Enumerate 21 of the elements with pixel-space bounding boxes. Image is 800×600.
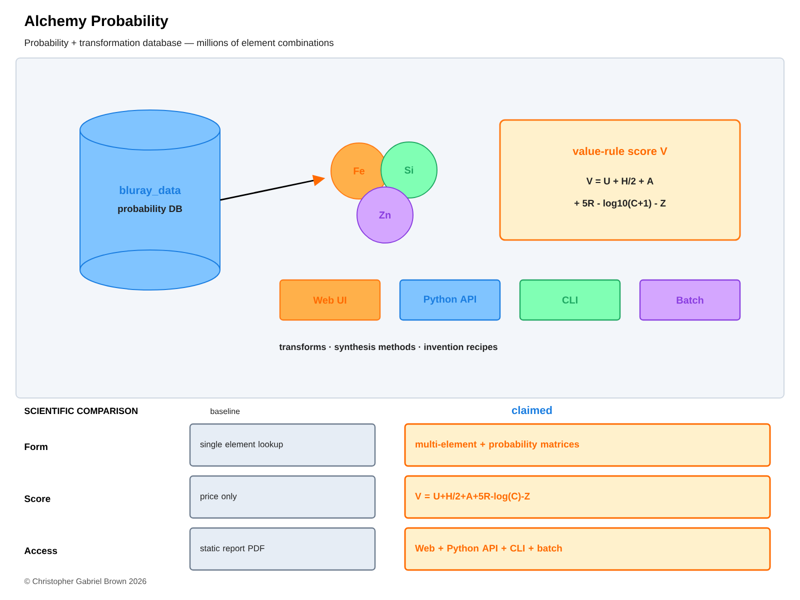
copyright-note: © Christopher Gabriel Brown 2026 [24,578,146,586]
score-box: value-rule score V V = U + H/2 + A + 5R - log10(C+1) - Z [499,119,741,241]
table-cell: multi-element + probability matrices [404,423,771,467]
option-box: Python API [399,279,501,321]
table-cell: Web + Python API + CLI + batch [404,527,771,571]
option-box: CLI [519,279,621,321]
option-box: Batch [639,279,741,321]
note: transforms · synthesis methods · invention recipes [279,343,498,352]
table-cell: single element lookup [189,423,376,467]
option-box: Web UI [279,279,381,321]
cylinder: bluray_data probability DB [80,110,220,290]
row-heading: Access [24,547,58,554]
section-heading: SCIENTIFIC COMPARISON [24,408,138,414]
row-heading: Form [24,443,48,450]
table-cell: price only [189,475,376,519]
title: Alchemy Probability [24,15,168,30]
subtitle: Probability + transformation database — millions of element combinations [24,39,334,48]
table-cell: V = U+H/2+A+5R-log(C)-Z [404,475,771,519]
table-cell: static report PDF [189,527,376,571]
row-heading: Score [24,495,50,502]
column-heading: baseline [210,408,240,414]
